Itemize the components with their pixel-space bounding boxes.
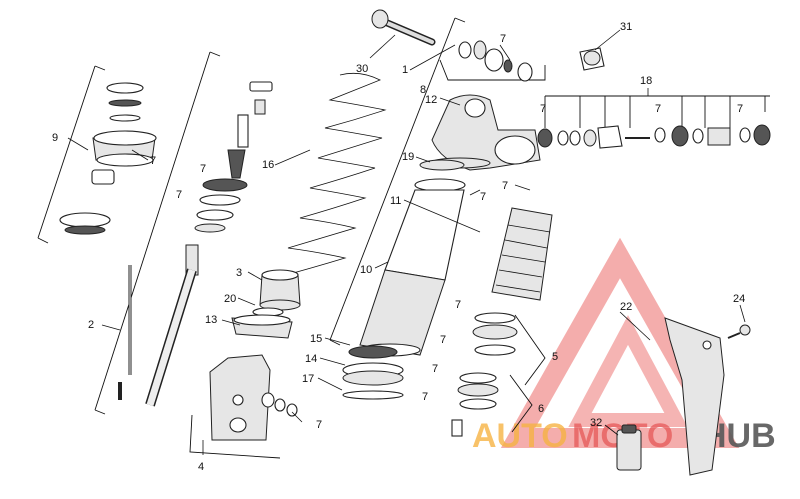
callout-7-m: 7 <box>422 391 428 403</box>
eye-mount-4 <box>209 354 298 441</box>
callout-7-c: 7 <box>200 163 206 175</box>
left-column-parts <box>118 81 273 407</box>
callout-20: 20 <box>224 293 236 305</box>
valve-group-18 <box>537 124 771 149</box>
callout-18: 18 <box>640 75 652 87</box>
left-group-9 <box>59 82 157 235</box>
boot-sleeve <box>491 207 553 301</box>
callout-4: 4 <box>198 461 204 473</box>
callout-2: 2 <box>88 319 94 331</box>
callout-14: 14 <box>305 353 317 365</box>
callout-32: 32 <box>590 417 602 429</box>
ring-group-5-6 <box>451 312 518 437</box>
callout-7-e: 7 <box>480 191 486 203</box>
callout-9: 9 <box>52 132 58 144</box>
callout-15: 15 <box>310 333 322 345</box>
callout-19: 19 <box>402 151 414 163</box>
callout-8: 8 <box>420 84 426 96</box>
callout-7-h: 7 <box>655 103 661 115</box>
group-brackets <box>37 17 770 459</box>
callout-5: 5 <box>552 351 558 363</box>
callout-13: 13 <box>205 314 217 326</box>
nut-31 <box>579 47 605 71</box>
callout-labels: 1 2 3 4 5 6 7 7 7 7 7 7 7 7 7 7 7 7 7 7 … <box>52 21 745 473</box>
callout-7-f: 7 <box>502 180 508 192</box>
callout-30: 30 <box>356 63 368 75</box>
callout-12: 12 <box>425 94 437 106</box>
collar-rings <box>342 345 404 400</box>
oil-bottle-32 <box>616 424 642 471</box>
bumper-3 <box>259 269 301 311</box>
callout-10: 10 <box>360 264 372 276</box>
callout-7-n: 7 <box>316 419 322 431</box>
bushing-group-8 <box>458 40 533 82</box>
parts-drawings <box>59 9 771 476</box>
callout-3: 3 <box>236 267 242 279</box>
callout-7-k: 7 <box>440 334 446 346</box>
callout-22: 22 <box>620 301 632 313</box>
callout-7-i: 7 <box>737 103 743 115</box>
damper-body-10 <box>359 159 466 357</box>
callout-7-j: 7 <box>455 299 461 311</box>
washer-20-cap-13 <box>231 307 293 339</box>
mud-flap-22 <box>664 317 725 476</box>
callout-7-d: 7 <box>176 189 182 201</box>
reservoir-body-12 <box>429 94 541 171</box>
callout-1: 1 <box>402 64 408 76</box>
watermark-triangle-inner <box>568 315 688 427</box>
callout-24: 24 <box>733 293 745 305</box>
callout-17: 17 <box>302 373 314 385</box>
callout-16: 16 <box>262 159 274 171</box>
callout-7-l: 7 <box>432 363 438 375</box>
watermark-word-auto: AUTO <box>472 417 568 455</box>
leader-lines <box>67 29 746 455</box>
bolt-24 <box>727 324 751 339</box>
callout-7-g: 7 <box>540 103 546 115</box>
callout-7-a: 7 <box>500 33 506 45</box>
spring-16 <box>274 72 387 279</box>
callout-6: 6 <box>538 403 544 415</box>
bolt-30 <box>371 9 436 46</box>
callout-7-b: 7 <box>150 155 156 167</box>
callout-11: 11 <box>390 195 401 207</box>
callout-31: 31 <box>620 21 632 33</box>
